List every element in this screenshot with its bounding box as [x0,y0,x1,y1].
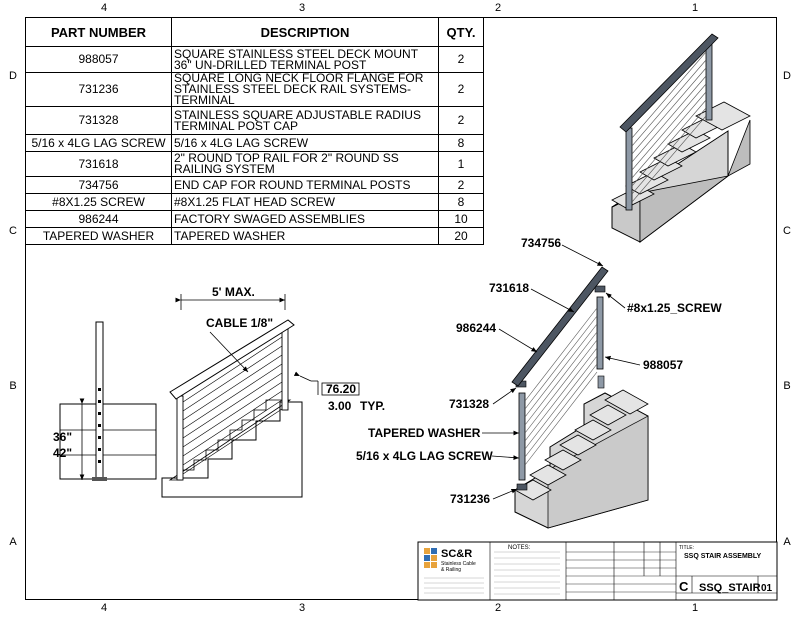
zone-row-a-right: A [783,536,791,548]
cable-spacing-in-label: 3.00 [328,399,352,413]
bom-part-number: 731328 [25,106,172,135]
callout-post-cap: 731328 [449,397,489,411]
sheet-size: C [679,579,689,594]
drawing-number: SSQ_STAIR [699,582,761,594]
callout-post: 988057 [643,358,683,372]
bom-row: 731236 SQUARE LONG NECK FLOOR FLANGE FOR… [25,72,484,107]
zone-row-c-right: C [783,225,791,237]
callout-tapered-washer: TAPERED WASHER [368,426,481,440]
bom-row: 734756 END CAP FOR ROUND TERMINAL POSTS … [25,176,484,194]
callout-lag-screw: 5/16 x 4LG LAG SCREW [356,449,493,463]
bom-description: #8X1.25 FLAT HEAD SCREW [171,193,439,211]
bom-header-qty: QTY. [438,17,484,47]
logo-wordmark: SC&R [441,548,472,560]
typical-label: TYP. [360,399,385,413]
height-42-label: 42" [53,446,72,460]
zone-col-1-top: 1 [691,2,699,14]
isometric-stair-view [611,33,751,243]
zone-row-a-left: A [9,536,17,548]
bom-description: SQUARE LONG NECK FLOOR FLANGE FOR STAINL… [171,72,439,107]
bom-description: TAPERED WASHER [171,227,439,245]
bom-qty: 2 [438,106,484,135]
bom-row: TAPERED WASHER TAPERED WASHER 20 [25,227,484,245]
exploded-assembly-view [482,244,649,529]
bom-part-number: 731236 [25,72,172,107]
bom-part-number: 988057 [25,46,172,73]
zone-col-3-top: 3 [298,2,306,14]
zone-col-2-bottom: 2 [494,602,502,614]
bom-description: STAINLESS SQUARE ADJUSTABLE RADIUS TERMI… [171,106,439,135]
max-spacing-label: 5' MAX. [212,285,255,299]
zone-row-d-left: D [9,70,17,82]
drawing-title: SSQ STAIR ASSEMBLY [684,553,761,560]
zone-row-b-left: B [9,380,17,392]
zone-row-d-right: D [783,70,791,82]
side-elevation-view [59,321,157,481]
zone-col-4-bottom: 4 [100,602,108,614]
height-36-label: 36" [53,430,72,444]
callout-flange: 731236 [450,492,490,506]
bom-part-number: TAPERED WASHER [25,227,172,245]
cable-size-label: CABLE 1/8" [206,316,273,330]
zone-col-4-top: 4 [100,2,108,14]
logo-line-2: & Railing [441,567,461,573]
cable-spacing-mm-label: 76.20 [326,382,356,396]
callout-top-rail: 731618 [489,281,529,295]
zone-col-2-top: 2 [494,2,502,14]
front-elevation-view [161,294,360,498]
zone-row-c-left: C [9,225,17,237]
zone-row-b-right: B [783,380,791,392]
bom-row: 5/16 x 4LG LAG SCREW 5/16 x 4LG LAG SCRE… [25,134,484,152]
bom-description: 2" ROUND TOP RAIL FOR 2" ROUND SS RAILIN… [171,151,439,177]
bom-row: #8X1.25 SCREW #8X1.25 FLAT HEAD SCREW 8 [25,193,484,211]
bom-header-part-number: PART NUMBER [25,17,172,47]
bom-qty: 20 [438,227,484,245]
callout-screw: #8x1.25_SCREW [627,301,722,315]
callout-end-cap: 734756 [521,236,561,250]
title-block [417,541,778,601]
bom-row: 988057 SQUARE STAINLESS STEEL DECK MOUNT… [25,46,484,73]
bom-row: 731328 STAINLESS SQUARE ADJUSTABLE RADIU… [25,106,484,135]
zone-col-3-bottom: 3 [298,602,306,614]
bom-description: END CAP FOR ROUND TERMINAL POSTS [171,176,439,194]
notes-heading: NOTES: [508,545,531,551]
revision-number: 01 [761,583,773,594]
logo-line-1: Stainless Cable [441,561,476,567]
callout-cable-assembly: 986244 [456,321,496,335]
bill-of-materials-table: PART NUMBER DESCRIPTION QTY. 988057 SQUA… [25,17,484,245]
title-label: TITLE: [679,545,694,551]
bom-description: SQUARE STAINLESS STEEL DECK MOUNT 36" UN… [171,46,439,73]
zone-col-1-bottom: 1 [691,602,699,614]
